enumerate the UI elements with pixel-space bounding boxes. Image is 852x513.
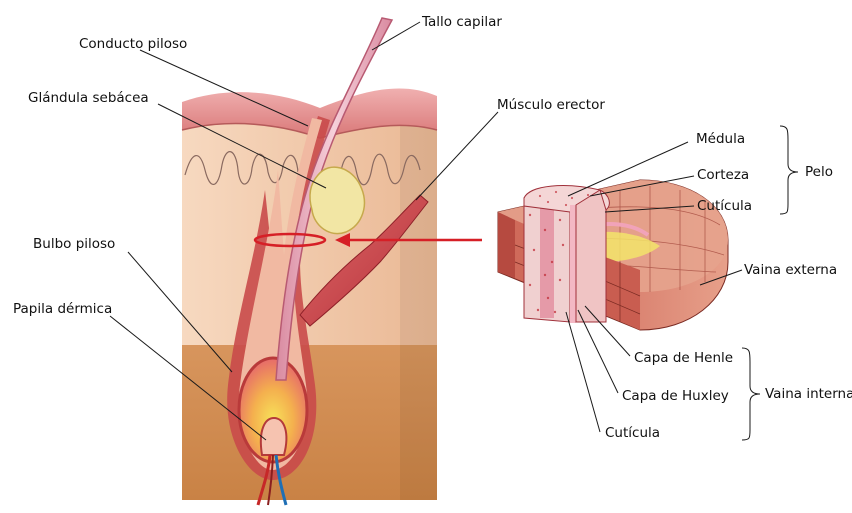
dermal-papilla	[261, 418, 287, 455]
label-medula: Médula	[696, 131, 745, 147]
label-tallo-capilar: Tallo capilar	[421, 14, 502, 30]
label-cuticula-vaina: Cutícula	[605, 425, 660, 441]
label-pelo: Pelo	[805, 164, 833, 180]
brace-vaina-interna	[742, 348, 760, 440]
label-cuticula-pelo: Cutícula	[697, 198, 752, 214]
label-capa-huxley: Capa de Huxley	[622, 388, 729, 404]
label-papila-dermica: Papila dérmica	[13, 301, 112, 317]
label-bulbo-piloso: Bulbo piloso	[33, 236, 115, 252]
label-capa-henle: Capa de Henle	[634, 350, 733, 366]
label-corteza: Corteza	[697, 167, 749, 183]
label-glandula-sebacea: Glándula sebácea	[28, 90, 149, 106]
label-vaina-externa: Vaina externa	[744, 262, 837, 278]
hair-cross-section	[498, 180, 728, 330]
label-vaina-interna: Vaina interna	[765, 386, 852, 402]
label-musculo-erector: Músculo erector	[497, 97, 605, 113]
brace-pelo	[780, 126, 798, 214]
label-conducto-piloso: Conducto piloso	[79, 36, 187, 52]
